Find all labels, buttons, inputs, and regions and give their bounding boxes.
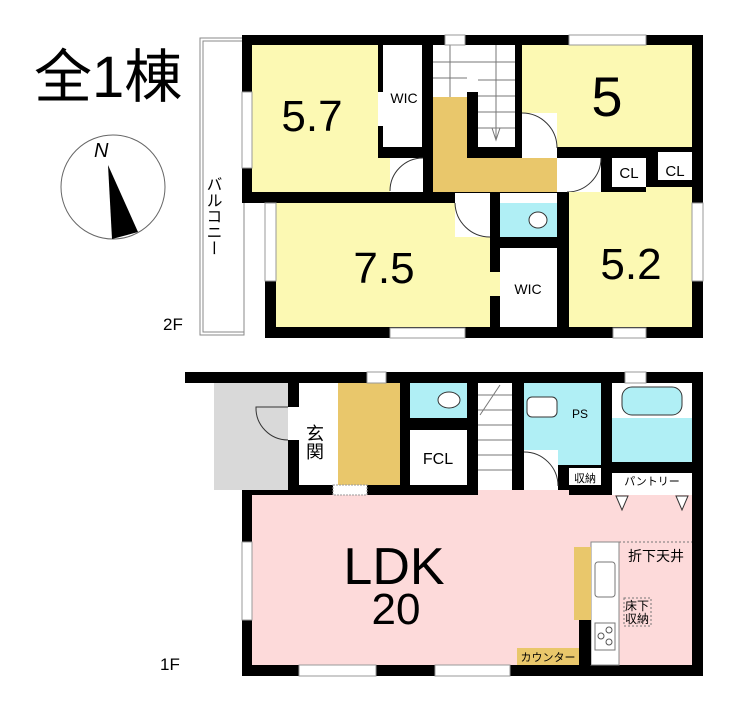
floor-1: 1F [160,371,703,677]
ldk-size: 20 [372,585,421,634]
fcl-label: FCL [423,451,453,468]
pantry [612,473,692,495]
door-swing [455,193,490,237]
fcl [410,430,467,485]
storage-label: 収納 [574,472,596,485]
ldk-label: LDK [343,538,444,596]
ps-label: PS [572,407,588,421]
balcony-outline [199,37,245,336]
door-swing [524,450,558,495]
counter [517,648,579,665]
toilet-icon [437,391,461,409]
room-5-2 [569,192,692,327]
stair-treads [478,384,512,471]
pantry-label: パントリー [624,475,680,488]
room-5-7-label: 5.7 [281,92,342,141]
stairs-1f [478,383,512,492]
closet-a [612,158,646,187]
window [434,664,511,677]
toilet-icon [528,211,548,229]
wic-a [383,45,422,147]
kitchen-sink-icon [594,561,616,598]
wic-b-label: WIC [514,281,541,297]
floor-2: バルコニー 2F [163,34,704,339]
balcony-label: バルコニー [204,176,222,256]
pantry-door [615,495,629,512]
underfloor-label-2: 収納 [625,612,649,626]
window [612,327,647,339]
floor-2-label: 2F [163,315,183,334]
window [389,327,466,339]
stair-window [444,34,466,46]
stair-treads [433,45,515,142]
ldk [252,495,692,665]
closet-b-label: CL [665,163,684,180]
window [298,664,377,677]
counter-label: カウンター [521,651,576,664]
entrance [299,383,338,485]
walls [185,372,703,383]
room-7-5 [276,203,490,327]
window [241,91,253,169]
entrance-label: 玄関 [304,424,324,460]
room-5-2-label: 5.2 [600,240,661,289]
porch [214,383,288,490]
door-swing [390,158,423,192]
underfloor-storage [623,597,652,627]
window [264,202,277,282]
closet-a-label: CL [619,165,638,182]
hall-2f [433,97,467,192]
underfloor-label-1: 床下 [625,599,649,613]
compass-north-label: N [94,140,109,162]
title: 全1棟 [34,45,182,110]
lowered-ceiling-label: 折下天井 [628,548,684,564]
sink-icon [526,396,558,418]
compass: N [60,134,166,240]
entry-hall [338,383,400,485]
room-5-7 [252,45,378,192]
window [241,541,253,621]
kitchen-back [574,547,591,620]
pantry-door [675,495,689,512]
door-swing [557,158,601,192]
room-7-5-label: 7.5 [353,244,414,293]
wic-a-label: WIC [390,90,417,106]
north-arrow-icon [108,165,138,239]
room5-window [568,34,647,46]
door-swing [522,113,557,158]
storage [569,468,601,485]
window [691,202,704,282]
wic-b [500,248,557,327]
cooktop-icon [594,622,616,651]
bathtub-icon [621,386,683,416]
floor-1-label: 1F [160,655,180,674]
room-5-label: 5 [591,65,622,128]
closet-b [658,152,692,180]
